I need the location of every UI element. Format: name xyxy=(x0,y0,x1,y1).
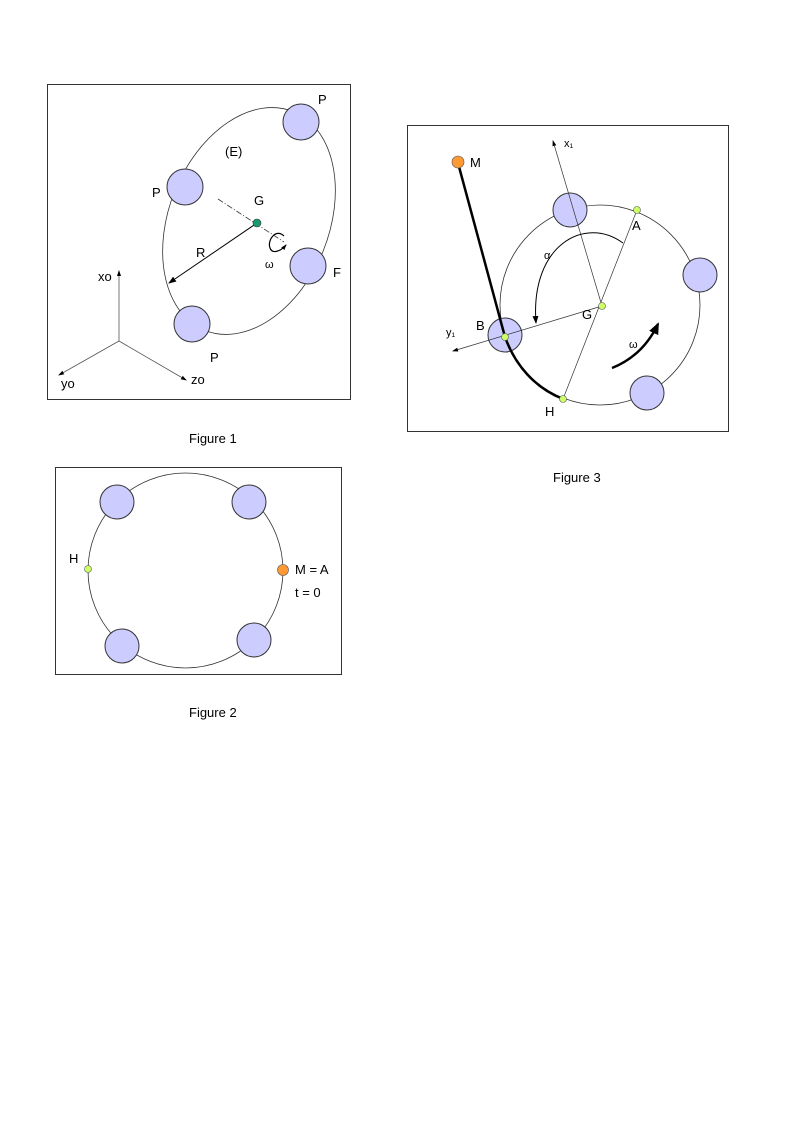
label-zo: zo xyxy=(191,372,205,387)
label-p-bottom: P xyxy=(210,350,219,365)
label-g: G xyxy=(582,307,592,322)
mass-p-bottom xyxy=(173,305,211,343)
mass-f xyxy=(289,247,327,285)
ring-circle xyxy=(499,204,701,406)
label-y1: y₁ xyxy=(446,327,456,339)
axis-y1 xyxy=(452,305,603,352)
figure-3: M x₁ y₁ A B G H α ω xyxy=(407,125,729,432)
mass-p-top xyxy=(282,103,320,141)
radius-arrow xyxy=(168,222,258,284)
label-m: M xyxy=(470,155,481,170)
label-omega: ω xyxy=(629,339,638,351)
label-m-equals-a: M = A xyxy=(295,562,329,577)
label-h: H xyxy=(545,404,554,419)
figure-2-caption: Figure 2 xyxy=(189,705,237,720)
mass-right xyxy=(682,257,718,293)
figure-1: P P P F (E) G R ω xo yo zo xyxy=(47,84,351,400)
label-p-left: P xyxy=(152,185,161,200)
label-omega: ω xyxy=(265,259,274,271)
figure-1-caption: Figure 1 xyxy=(189,431,237,446)
label-yo: yo xyxy=(61,376,75,391)
mass-top xyxy=(552,192,588,228)
mass-top-right xyxy=(231,484,267,520)
label-h: H xyxy=(69,551,78,566)
point-g xyxy=(598,302,606,310)
alpha-arc-arrow xyxy=(532,232,624,324)
cable-b-h xyxy=(503,336,564,401)
axis-yo xyxy=(58,340,120,376)
rotation-icon xyxy=(268,232,287,253)
rotation-axis xyxy=(217,198,285,243)
label-x1: x₁ xyxy=(564,138,574,150)
label-r: R xyxy=(196,245,205,260)
omega-arc-arrow xyxy=(611,322,660,370)
cable-m-b xyxy=(456,162,507,338)
mass-top-left xyxy=(99,484,135,520)
label-t-zero: t = 0 xyxy=(295,585,321,600)
mass-bottom-left xyxy=(104,628,140,664)
figure-2: H M = A t = 0 xyxy=(55,467,342,675)
point-a xyxy=(633,206,641,214)
point-m xyxy=(277,564,289,576)
point-h xyxy=(559,395,567,403)
mass-bottom xyxy=(629,375,665,411)
point-h xyxy=(84,565,92,573)
label-a: A xyxy=(632,218,641,233)
axis-x1 xyxy=(552,140,603,307)
label-alpha: α xyxy=(544,250,551,262)
mass-bottom-right xyxy=(236,622,272,658)
mass-p-left xyxy=(166,168,204,206)
label-f: F xyxy=(333,265,341,280)
point-m xyxy=(451,155,465,169)
axis-zo xyxy=(118,340,187,381)
label-b: B xyxy=(476,318,485,333)
figure-3-caption: Figure 3 xyxy=(553,470,601,485)
point-b xyxy=(501,333,509,341)
label-xo: xo xyxy=(98,269,112,284)
label-g: G xyxy=(254,193,264,208)
label-e: (E) xyxy=(225,144,242,159)
center-g-dot xyxy=(252,218,262,228)
label-p-top: P xyxy=(318,92,327,107)
